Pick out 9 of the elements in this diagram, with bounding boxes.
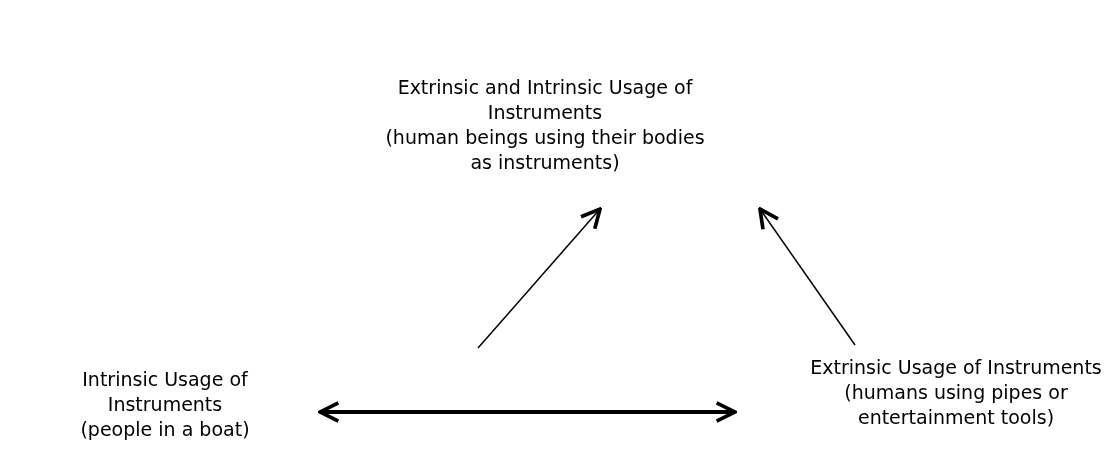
node-description: (humans using pipes or entertainment tools) <box>843 380 1069 430</box>
node-heading: Intrinsic Usage of Instruments <box>81 367 249 417</box>
node-description: (people in a boat) <box>80 417 250 442</box>
double-arrow <box>318 401 737 423</box>
node-heading: Extrinsic and Intrinsic Usage of Instruments <box>396 75 694 125</box>
node-heading: Extrinsic Usage of Instruments <box>810 355 1102 380</box>
node-description: (human beings using their bodies as instruments) <box>384 125 706 175</box>
arrow <box>758 207 856 346</box>
arrow <box>477 207 602 349</box>
